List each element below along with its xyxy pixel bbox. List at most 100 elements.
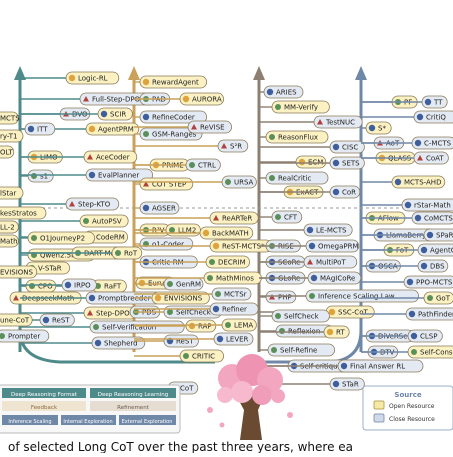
- paper-node-label: LEMA: [234, 322, 253, 330]
- paper-node-pill: [209, 302, 259, 316]
- paper-node: ARIES: [259, 85, 304, 99]
- paper-node-label: Math: [0, 238, 18, 246]
- paper-node: CoAT: [361, 151, 449, 165]
- category-label-inference: Inference Scaling: [8, 419, 51, 425]
- cropped-paper-node: ry-T1: [0, 129, 24, 143]
- paper-node-label: RaFT: [104, 283, 122, 291]
- paper-node-pill: [24, 122, 56, 136]
- paper-node-pill: [407, 345, 453, 359]
- paper-node-label: PathFinder: [418, 311, 453, 319]
- organization-logo-icon: [332, 143, 340, 151]
- paper-node: SelfCheck: [259, 309, 330, 323]
- paper-node-pill: [139, 127, 203, 141]
- paper-node-pill: [329, 156, 365, 170]
- paper-node-label: O1JourneyP2: [40, 235, 85, 243]
- paper-node-label: RefineCoder: [152, 114, 195, 122]
- leaf-logo-icon: [225, 179, 231, 185]
- leaf-logo-icon: [427, 295, 433, 301]
- legend-swatch-open: [373, 400, 385, 410]
- paper-node-pill: [61, 278, 97, 292]
- paper-node-pill: [91, 336, 146, 350]
- paper-node-label: ReST: [176, 338, 194, 346]
- paper-node-label: SETS: [342, 160, 360, 168]
- paper-node-pill: [307, 271, 362, 285]
- paper-node-label: ReST-MCTS*: [222, 243, 265, 251]
- paper-node-label: RAP: [198, 323, 212, 331]
- arrow-logo-icon: [213, 215, 219, 221]
- paper-node: CPO: [20, 279, 57, 293]
- organization-logo-icon: [216, 335, 224, 343]
- paper-node-label: AGSER: [152, 205, 176, 213]
- paper-node-pill: [209, 211, 259, 225]
- paper-node-label: CFT: [284, 214, 298, 222]
- leaf-logo-icon: [169, 227, 175, 233]
- paper-node-label: EvalPlanner: [98, 172, 139, 180]
- paper-node: DECRIM: [134, 255, 250, 269]
- legend-label-close: Close Resource: [389, 416, 435, 423]
- organization-logo-icon: [340, 362, 348, 370]
- paper-node-pill: [221, 318, 257, 332]
- paper-node-label: Full-Step-DPO: [92, 96, 141, 104]
- cropped-paper-node: LL-2: [0, 220, 19, 234]
- paper-nodes: Logic-RLFull-Step-DPODVOSCIRAgentPRMITTL…: [0, 71, 453, 395]
- paper-node-label: CodeRM: [96, 234, 125, 242]
- paper-node-pill: [187, 120, 232, 134]
- sun-icon: [298, 158, 306, 166]
- paper-node-pill: [0, 234, 19, 248]
- organization-logo-icon: [142, 113, 150, 121]
- arrow-logo-icon: [83, 96, 89, 102]
- paper-node: PHP: [259, 290, 297, 304]
- paper-node: CTRL: [134, 158, 221, 172]
- leaf-logo-icon: [275, 104, 281, 110]
- paper-node-pill: [79, 214, 129, 228]
- sun-icon: [188, 322, 196, 330]
- branch-arrow-learning: [128, 66, 140, 80]
- paper-node-label: ENVISIONS: [164, 295, 203, 303]
- paper-node-label: LLM2: [178, 227, 196, 235]
- organization-logo-icon: [212, 305, 220, 313]
- sun-icon: [142, 78, 150, 86]
- paper-node-pill: [413, 110, 453, 124]
- paper-node-label: CoT: [180, 385, 194, 393]
- paper-node-pill: [265, 290, 297, 304]
- category-label-learning: Deep Reasoning Learning: [98, 392, 168, 398]
- paper-node: AGSER: [134, 201, 180, 215]
- paper-node: CLSP: [361, 329, 443, 343]
- paper-node-pill: [97, 107, 133, 121]
- paper-node-label: Step-KTO: [78, 201, 111, 209]
- paper-node: Shepherd: [20, 336, 146, 350]
- paper-node: Final Answer RL: [259, 359, 424, 373]
- sun-icon: [88, 125, 96, 133]
- paper-node-pill: [271, 210, 303, 224]
- organization-logo-icon: [27, 125, 35, 133]
- category-swatch-internal: [61, 415, 116, 425]
- paper-node: AURORA: [134, 92, 224, 106]
- paper-node-pill: [0, 145, 15, 159]
- paper-node: ITT: [20, 122, 56, 136]
- paper-node-pill: [199, 226, 254, 240]
- paper-node: LEVER: [134, 332, 254, 346]
- paper-node: ENVISIONS: [134, 291, 210, 305]
- paper-node-label: Step-DPO: [96, 310, 130, 318]
- paper-node-label: LL-2: [0, 224, 15, 232]
- paper-node-pill: [313, 115, 363, 129]
- paper-node-label: ARIES: [276, 89, 297, 97]
- paper-node-pill: [27, 231, 95, 245]
- paper-node-label: RT: [336, 329, 345, 337]
- leaf-logo-icon: [225, 322, 231, 328]
- arrow-logo-icon: [87, 154, 93, 160]
- paper-node: CritiQ: [361, 110, 453, 124]
- paper-node-label: ReST: [52, 317, 70, 325]
- arrow-logo-icon: [269, 294, 275, 300]
- paper-node: GenRM: [134, 277, 204, 291]
- paper-node-pill: [0, 220, 19, 234]
- paper-node-label: SelfCheck: [284, 313, 320, 321]
- paper-node-pill: [0, 206, 47, 220]
- paper-node-label: CRITIC: [192, 353, 215, 361]
- paper-node: SETS: [259, 156, 365, 170]
- paper-node: PathFinder: [361, 307, 453, 321]
- arrow-logo-icon: [191, 124, 197, 130]
- paper-node-label: Qwen2.5Math: [40, 252, 89, 260]
- paper-node-pill: [329, 377, 365, 391]
- organization-logo-icon: [332, 159, 340, 167]
